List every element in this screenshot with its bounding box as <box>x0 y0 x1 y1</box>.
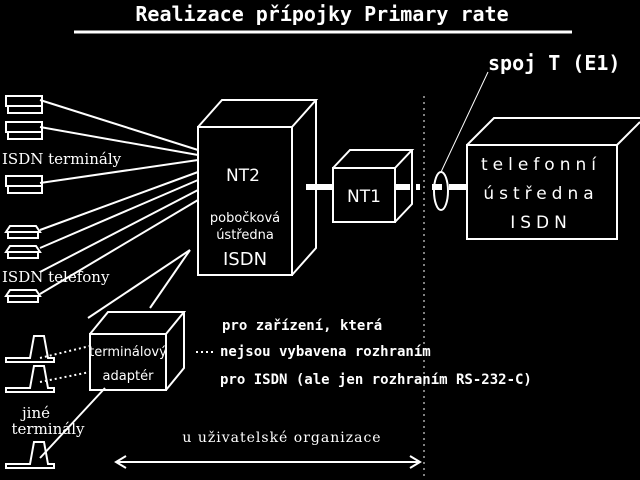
note-line-1: pro zařízení, která <box>222 318 382 334</box>
other-terminals-label-1: jiné <box>20 404 50 422</box>
handset-terminal-icon <box>5 335 55 363</box>
handset-terminal-icon <box>5 365 55 393</box>
exchange-label-2: ústředna <box>483 184 598 204</box>
nt2-title: NT2 <box>226 166 260 186</box>
nt2-box <box>197 99 319 276</box>
computer-icon <box>5 175 43 194</box>
terminal-connections <box>39 99 199 459</box>
adapter-label-2: adaptér <box>103 369 155 384</box>
exchange-label-3: ISDN <box>510 213 572 233</box>
computer-icon <box>5 121 43 140</box>
isdn-phone-icons <box>4 225 42 303</box>
diagram-title: Realizace přípojky Primary rate <box>135 2 508 26</box>
isdn-terminal-icons <box>5 95 43 194</box>
terminal-adapter-box <box>89 311 187 391</box>
other-terminals-label-2: terminály <box>12 420 85 438</box>
nt1-box <box>332 149 415 223</box>
link-label: spoj T (E1) <box>488 51 620 75</box>
exchange-box <box>466 117 640 240</box>
nt2-subtitle-2: ústředna <box>216 228 274 243</box>
organization-range-arrow <box>114 455 422 469</box>
note-line-2: nejsou vybavena rozhraním <box>220 344 431 360</box>
computer-icon <box>5 95 43 114</box>
nt2-subtitle-3: ISDN <box>223 249 267 270</box>
telephone-icon <box>4 289 42 303</box>
organization-label: u uživatelské organizace <box>182 430 381 446</box>
e1-callout-line <box>440 71 489 173</box>
adapter-connections <box>39 345 91 383</box>
note-line-3: pro ISDN (ale jen rozhraním RS-232-C) <box>220 372 532 388</box>
adapter-label-1: terminálový <box>89 345 167 360</box>
handset-terminal-icon <box>5 441 55 469</box>
telephone-icon <box>4 225 42 239</box>
nt1-title: NT1 <box>347 187 381 207</box>
nt2-subtitle-1: pobočková <box>210 211 280 226</box>
exchange-label-1: telefonní <box>481 155 601 175</box>
telephone-icon <box>4 245 42 259</box>
isdn-terminals-label: ISDN terminály <box>2 150 122 168</box>
other-terminal-icons <box>5 335 55 469</box>
e1-link-marker <box>433 171 449 211</box>
isdn-phones-label: ISDN telefony <box>2 268 110 286</box>
